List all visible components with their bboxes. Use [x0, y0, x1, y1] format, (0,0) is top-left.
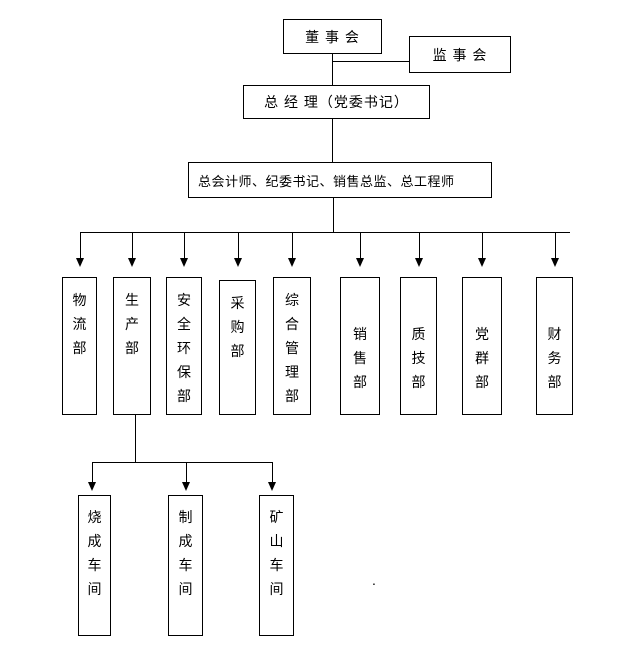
dept-quality-technology: 质技部	[400, 277, 437, 415]
connector-arrow	[478, 232, 487, 267]
arrow-down-icon	[234, 258, 242, 267]
dept-production: 生产部	[113, 277, 151, 415]
connector-arrow	[415, 232, 424, 267]
node-staff-officers: 总会计师、纪委书记、销售总监、总工程师	[188, 162, 492, 198]
dept-label: 生产部	[124, 292, 139, 356]
connector-line	[332, 61, 409, 62]
workshop-label: 矿山车间	[269, 509, 284, 597]
connector-line	[80, 232, 570, 233]
arrow-down-icon	[268, 482, 276, 491]
connector-arrow	[551, 232, 560, 267]
dept-general-management: 综合管理部	[273, 277, 311, 415]
connector-line	[135, 415, 136, 462]
connector-arrow	[234, 232, 243, 267]
dept-label: 物流部	[72, 292, 87, 356]
dept-sales: 销售部	[340, 277, 380, 415]
dept-label: 销售部	[352, 326, 367, 390]
dept-label: 采购部	[230, 295, 245, 359]
workshop-mining: 矿山车间	[259, 495, 294, 636]
dept-logistics: 物流部	[62, 277, 97, 415]
workshop-finishing: 制成车间	[168, 495, 203, 636]
dept-label: 综合管理部	[284, 292, 299, 404]
connector-arrow	[288, 232, 297, 267]
node-board-of-directors: 董 事 会	[283, 19, 382, 54]
arrow-down-icon	[76, 258, 84, 267]
dept-label: 财务部	[547, 326, 562, 390]
dept-safety-environment: 安全环保部	[166, 277, 202, 415]
connector-arrow	[356, 232, 365, 267]
node-supervisory-board: 监 事 会	[409, 36, 511, 73]
connector-arrow	[76, 232, 85, 267]
arrow-down-icon	[551, 258, 559, 267]
dept-purchasing: 采购部	[219, 280, 256, 415]
arrow-down-icon	[180, 258, 188, 267]
connector-line	[332, 54, 333, 85]
arrow-down-icon	[415, 258, 423, 267]
dept-label: 党群部	[474, 326, 489, 390]
dept-finance: 财务部	[536, 277, 573, 415]
workshop-sintering: 烧成车间	[78, 495, 111, 636]
connector-arrow	[128, 232, 137, 267]
arrow-down-icon	[182, 482, 190, 491]
arrow-down-icon	[128, 258, 136, 267]
node-general-manager: 总 经 理（党委书记）	[243, 85, 430, 119]
workshop-label: 制成车间	[178, 509, 193, 597]
connector-arrow	[182, 462, 191, 491]
connector-line	[333, 198, 334, 232]
connector-arrow	[88, 462, 97, 491]
arrow-down-icon	[88, 482, 96, 491]
arrow-down-icon	[356, 258, 364, 267]
connector-line	[92, 462, 273, 463]
dept-label: 质技部	[411, 326, 426, 390]
connector-arrow	[180, 232, 189, 267]
dept-party-masses: 党群部	[462, 277, 502, 415]
arrow-down-icon	[478, 258, 486, 267]
connector-arrow	[268, 462, 277, 491]
connector-line	[332, 119, 333, 162]
dept-label: 安全环保部	[176, 292, 191, 404]
arrow-down-icon	[288, 258, 296, 267]
stray-dot: .	[372, 572, 376, 588]
workshop-label: 烧成车间	[87, 509, 102, 597]
